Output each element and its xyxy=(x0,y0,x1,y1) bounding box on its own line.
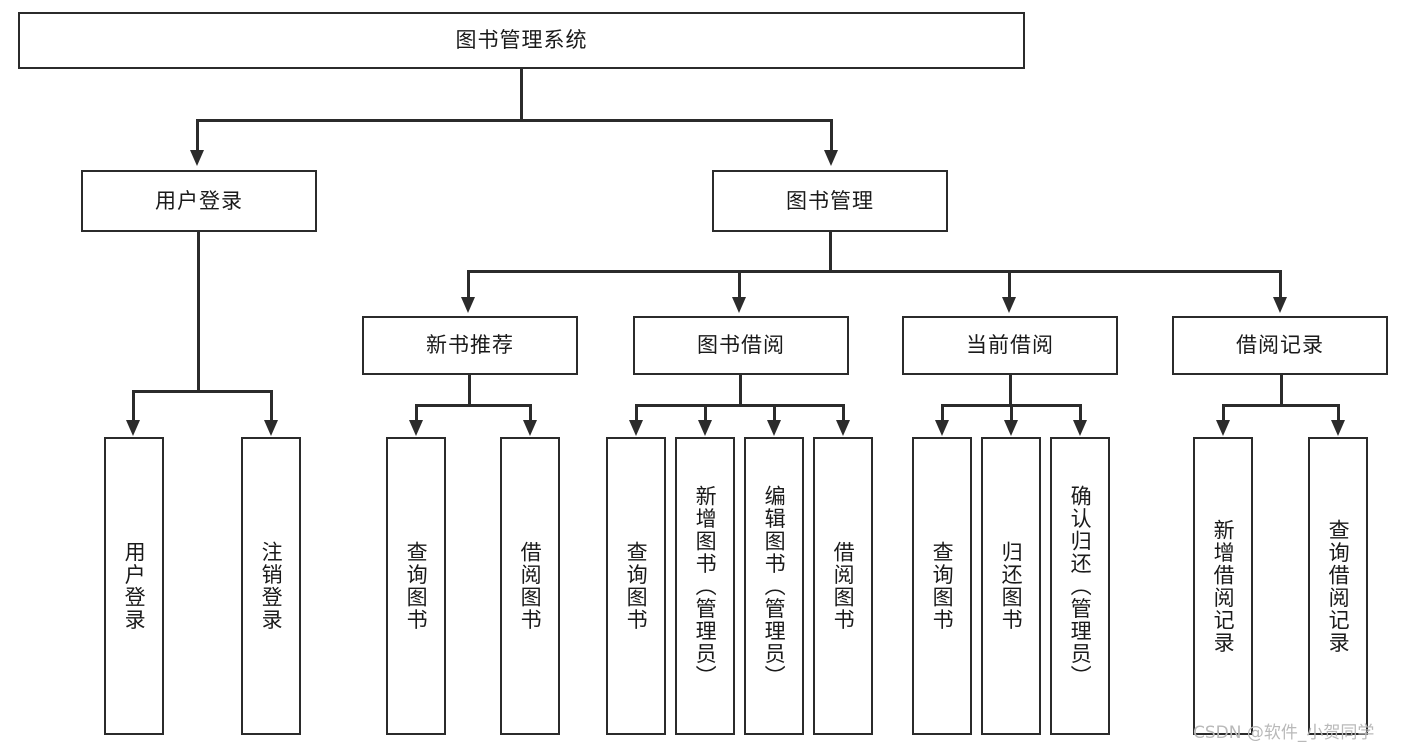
arrowhead-br-leaf-1 xyxy=(1331,420,1345,436)
node-current-borrow[interactable]: 当前借阅 xyxy=(902,316,1118,375)
connector-drop-br-leaf-1 xyxy=(1337,404,1340,421)
node-label: 图书管理系统 xyxy=(455,28,588,52)
arrowhead-leaf-user-login xyxy=(126,420,140,436)
arrowhead-cb-leaf-2 xyxy=(1073,420,1087,436)
leaf-label: 新增图书（管理员） xyxy=(693,484,718,688)
leaf-book-borrow-3[interactable]: 借阅图书 xyxy=(813,437,873,735)
connector-drop-user-login xyxy=(196,119,199,151)
node-book-management[interactable]: 图书管理 xyxy=(712,170,948,232)
arrowhead-bb-leaf-0 xyxy=(629,420,643,436)
node-book-borrow[interactable]: 图书借阅 xyxy=(633,316,849,375)
leaf-label: 用户登录 xyxy=(122,541,147,631)
connector-current-borrow-stem xyxy=(1009,375,1012,406)
arrowhead-borrow-record xyxy=(1273,297,1287,313)
connector-user-login-stem xyxy=(197,232,200,392)
connector-drop-bb-leaf-3 xyxy=(842,404,845,421)
connector-drop-current-borrow xyxy=(1008,270,1011,298)
leaf-label: 借阅图书 xyxy=(831,541,856,631)
node-label: 当前借阅 xyxy=(966,333,1054,357)
arrowhead-bb-leaf-2 xyxy=(767,420,781,436)
arrowhead-leaf-logout xyxy=(264,420,278,436)
leaf-book-borrow-2[interactable]: 编辑图书（管理员） xyxy=(744,437,804,735)
leaf-new-book-recommend-0[interactable]: 查询图书 xyxy=(386,437,446,735)
arrowhead-book-management xyxy=(824,150,838,166)
connector-new-book-recommend-stem xyxy=(468,375,471,406)
arrowhead-current-borrow xyxy=(1002,297,1016,313)
leaf-label: 查询图书 xyxy=(930,541,955,631)
watermark-text: CSDN @软件_小贺同学 xyxy=(1193,723,1375,743)
leaf-borrow-record-1[interactable]: 查询借阅记录 xyxy=(1308,437,1368,735)
node-label: 用户登录 xyxy=(155,188,243,213)
node-borrow-record[interactable]: 借阅记录 xyxy=(1172,316,1388,375)
leaf-current-borrow-0[interactable]: 查询图书 xyxy=(912,437,972,735)
connector-drop-borrow-record xyxy=(1279,270,1282,298)
leaf-label: 查询图书 xyxy=(404,541,429,631)
leaf-label: 确认归还（管理员） xyxy=(1068,484,1093,688)
leaf-label: 新增借阅记录 xyxy=(1211,518,1236,654)
node-label: 图书管理 xyxy=(786,188,874,213)
connector-drop-nbr-leaf-1 xyxy=(529,404,532,421)
node-label: 新书推荐 xyxy=(426,333,514,357)
connector-drop-book-borrow xyxy=(738,270,741,298)
leaf-label: 注销登录 xyxy=(259,541,284,631)
arrowhead-nbr-leaf-1 xyxy=(523,420,537,436)
leaf-new-book-recommend-1[interactable]: 借阅图书 xyxy=(500,437,560,735)
connector-drop-bb-leaf-2 xyxy=(773,404,776,421)
leaf-borrow-record-0[interactable]: 新增借阅记录 xyxy=(1193,437,1253,735)
arrowhead-cb-leaf-1 xyxy=(1004,420,1018,436)
node-label: 图书借阅 xyxy=(697,333,785,357)
connector-new-book-recommend-bus xyxy=(415,404,531,407)
connector-drop-nbr-leaf-0 xyxy=(415,404,418,421)
leaf-label: 借阅图书 xyxy=(518,541,543,631)
connector-drop-bb-leaf-0 xyxy=(635,404,638,421)
connector-drop-book-management xyxy=(830,119,833,151)
arrowhead-br-leaf-0 xyxy=(1216,420,1230,436)
leaf-user-login-1[interactable]: 注销登录 xyxy=(241,437,301,735)
connector-drop-cb-leaf-0 xyxy=(941,404,944,421)
connector-level3-bus xyxy=(467,270,1280,273)
leaf-label: 编辑图书（管理员） xyxy=(762,484,787,688)
connector-drop-bb-leaf-1 xyxy=(704,404,707,421)
leaf-user-login-0[interactable]: 用户登录 xyxy=(104,437,164,735)
connector-drop-cb-leaf-1 xyxy=(1010,404,1013,421)
connector-drop-leaf-user-login xyxy=(132,390,135,421)
leaf-current-borrow-2[interactable]: 确认归还（管理员） xyxy=(1050,437,1110,735)
node-new-book-recommend[interactable]: 新书推荐 xyxy=(362,316,578,375)
leaf-label: 查询借阅记录 xyxy=(1326,518,1351,654)
connector-drop-leaf-logout xyxy=(270,390,273,421)
leaf-label: 查询图书 xyxy=(624,541,649,631)
leaf-book-borrow-0[interactable]: 查询图书 xyxy=(606,437,666,735)
arrowhead-nbr-leaf-0 xyxy=(409,420,423,436)
connector-user-login-bus xyxy=(132,390,272,393)
arrowhead-bb-leaf-3 xyxy=(836,420,850,436)
arrowhead-bb-leaf-1 xyxy=(698,420,712,436)
connector-book-borrow-bus xyxy=(635,404,844,407)
connector-root-stem xyxy=(520,69,523,120)
leaf-label: 归还图书 xyxy=(999,541,1024,631)
connector-book-management-stem xyxy=(829,232,832,272)
connector-drop-br-leaf-0 xyxy=(1222,404,1225,421)
node-user-login[interactable]: 用户登录 xyxy=(81,170,317,232)
arrowhead-user-login xyxy=(190,150,204,166)
node-label: 借阅记录 xyxy=(1236,333,1324,357)
arrowhead-cb-leaf-0 xyxy=(935,420,949,436)
connector-borrow-record-bus xyxy=(1222,404,1339,407)
connector-level2-bus xyxy=(196,119,832,122)
arrowhead-new-book-recommend xyxy=(461,297,475,313)
connector-drop-cb-leaf-2 xyxy=(1079,404,1082,421)
connector-book-borrow-stem xyxy=(739,375,742,406)
arrowhead-book-borrow xyxy=(732,297,746,313)
connector-borrow-record-stem xyxy=(1280,375,1283,406)
leaf-current-borrow-1[interactable]: 归还图书 xyxy=(981,437,1041,735)
connector-drop-new-book-recommend xyxy=(467,270,470,298)
node-root-book-management-system[interactable]: 图书管理系统 xyxy=(18,12,1025,69)
leaf-book-borrow-1[interactable]: 新增图书（管理员） xyxy=(675,437,735,735)
